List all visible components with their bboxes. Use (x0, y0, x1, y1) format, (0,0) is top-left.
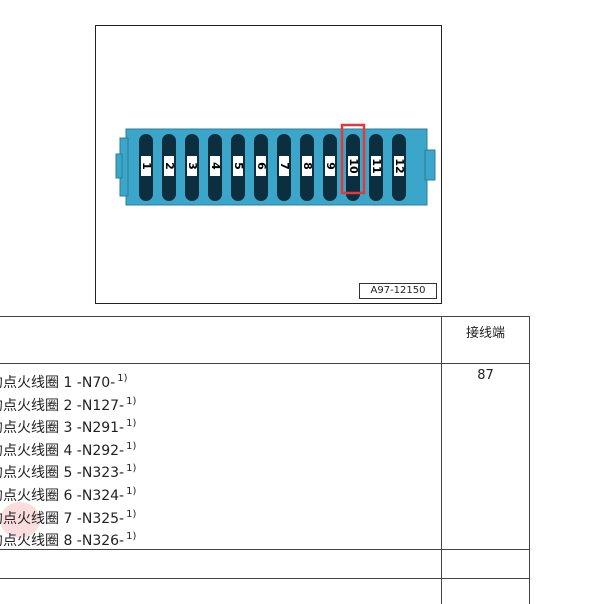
fuse-label-bg (187, 156, 197, 176)
terminal-column-header: 接线端 (465, 326, 505, 341)
table-top-border (0, 316, 530, 317)
list-item: 约点火线圈 2 -N127-1) (0, 395, 137, 414)
list-item: 约点火线圈 4 -N292-1) (0, 440, 137, 459)
fuse-number-label: 10 (347, 158, 360, 174)
list-item: 约点火线圈 5 -N323-1) (0, 463, 137, 482)
fuse-number-label: 9 (324, 162, 337, 170)
fuse-number-label: 5 (232, 162, 245, 170)
fuse-number-label: 3 (186, 162, 199, 170)
table-row-divider (0, 549, 530, 550)
fuse-label-bg (279, 156, 289, 176)
highlighted-fuse-box (340, 123, 366, 195)
fuse-label-bg (302, 156, 312, 176)
list-item: 约点火线圈 3 -N291-1) (0, 418, 137, 437)
fuse-number-label: 12 (393, 158, 406, 173)
fuse-label-bg (141, 156, 151, 176)
fuse-label-bg (394, 156, 404, 176)
list-item: 约点火线圈 7 -N325-1) (0, 508, 137, 527)
fuse-label-bg (371, 156, 381, 176)
fuse-label-bg (325, 156, 335, 176)
table-row-divider (0, 578, 530, 579)
list-item: 约点火线圈 6 -N324-1) (0, 485, 137, 504)
figure-code: A97-12150 (359, 283, 437, 299)
fuse-label-bg (164, 156, 174, 176)
fuse-number-label: 7 (278, 162, 291, 170)
fuse-number-label: 11 (370, 158, 383, 173)
cursor-highlight (0, 502, 40, 538)
fuse-label-bg (233, 156, 243, 176)
fuse-number-label: 8 (301, 162, 314, 170)
fuse-number-label: 6 (255, 162, 268, 170)
fuse-holder-clip (115, 153, 123, 179)
fuse-label-bg (348, 156, 358, 176)
fuse-number-label: 2 (163, 162, 176, 170)
fuse-number-label: 1 (140, 162, 153, 170)
fuse-label-bg (210, 156, 220, 176)
fuse-number-label: 4 (209, 162, 222, 170)
list-item: 约点火线圈 1 -N70-1) (0, 373, 128, 391)
ignition-coil-list: 约点火线圈 1 -N70-1) 约点火线圈 2 -N127-1) 约点火线圈 3… (0, 368, 136, 549)
fuse-holder-right-tab (424, 149, 436, 181)
terminal-value: 87 (477, 368, 494, 383)
table-column-divider (441, 316, 442, 604)
table-right-border (529, 316, 530, 604)
list-item: 约点火线圈 8 -N326-1) (0, 531, 137, 550)
fuse-label-bg (256, 156, 266, 176)
table-header-divider (0, 363, 530, 364)
